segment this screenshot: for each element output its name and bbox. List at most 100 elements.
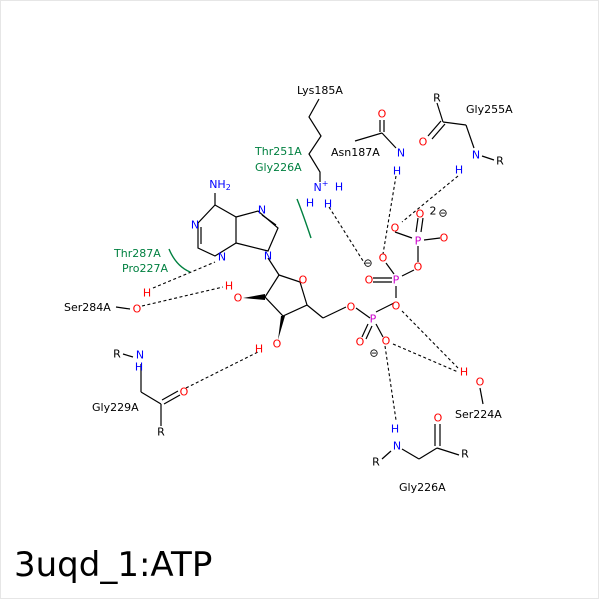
gly255-nr	[481, 155, 495, 161]
pa-obridge-bond	[375, 302, 395, 313]
c5-o5-bond	[322, 306, 347, 319]
lys185-h1: H	[335, 181, 343, 194]
gly229-r: R	[113, 348, 121, 361]
gly229-nr	[122, 353, 134, 358]
h-3oh-label: H	[255, 343, 263, 356]
adenine-six-ring	[197, 204, 237, 257]
oab-label: O	[392, 300, 401, 313]
hydrophobic-arc-thr287	[168, 248, 191, 273]
residue-gly229: Gly229A	[92, 401, 139, 414]
charge-two: 2	[430, 205, 437, 218]
n3-label: N	[218, 251, 226, 264]
residue-ser224: Ser224A	[455, 408, 502, 421]
o5-label: O	[347, 301, 356, 314]
lys185-n-label: N+	[314, 179, 329, 194]
gly255-ca	[442, 121, 467, 126]
lys185-chain	[308, 98, 322, 182]
hbond-ser284-n7	[152, 261, 216, 289]
hydrophobic-arc-thr251	[296, 198, 312, 239]
ob1-label: O	[365, 274, 374, 287]
glycosidic-bond	[267, 257, 280, 276]
og2-label: O	[416, 208, 425, 221]
minus-pb: ⊖	[363, 257, 372, 270]
gly229-r2: R	[157, 426, 165, 439]
gly229-co	[161, 390, 179, 401]
gly226-o: O	[434, 412, 443, 425]
residue-pro227: Pro227A	[122, 262, 168, 275]
pg-o2-double	[415, 217, 419, 233]
residue-thr251: Thr251A	[254, 145, 302, 158]
hbond-ser224-ob	[401, 310, 459, 369]
oa2-label: O	[382, 335, 391, 348]
gly229-n: N	[136, 349, 144, 362]
gly229-h: H	[135, 361, 143, 374]
hbond-ser284-o2	[141, 286, 224, 307]
pa-o2-bond	[375, 323, 384, 338]
asn187-h: H	[393, 165, 401, 178]
atom-labels: NH2 N N N N O H O O H O P O O ⊖ O P O ⊖ …	[113, 92, 504, 469]
asn187-n: N	[397, 147, 405, 160]
hbond-gly226-oa	[384, 345, 397, 421]
gly226-cc	[418, 447, 438, 460]
hbond-ser224-oa	[392, 343, 459, 373]
minus-pa: ⊖	[369, 347, 378, 360]
hbond-asn187-ob	[382, 175, 397, 255]
gly255-co-2	[431, 123, 446, 140]
hydrogen-bonds	[141, 175, 459, 421]
pa-label: P	[370, 313, 377, 326]
ser224-o: O	[476, 376, 485, 389]
ser284-o: O	[133, 303, 142, 316]
hydrophobic-contacts	[168, 198, 312, 273]
pg-o3-bond	[423, 237, 441, 241]
asn187-o: O	[378, 108, 387, 121]
hbond-lys185-ob	[328, 206, 366, 265]
lys185-h3: H	[324, 198, 332, 211]
asn187-cn	[381, 132, 397, 149]
gly255-co	[427, 120, 442, 137]
gly226-r: R	[372, 456, 380, 469]
n1-label: N	[191, 219, 199, 232]
wedge-3oh	[278, 316, 285, 340]
diagram-title: 3uqd_1:ATP	[14, 545, 213, 585]
gly255-n	[465, 124, 475, 149]
oa1-label: O	[356, 336, 365, 349]
ser284-h: H	[143, 287, 151, 300]
residue-gly226-hydrophobic: Gly226A	[255, 161, 302, 174]
gly255-r2: R	[496, 155, 504, 168]
residue-lys185: Lys185A	[297, 84, 343, 97]
residue-labels: Lys185A Asn187A Gly255A Thr251A Gly226A …	[64, 84, 513, 494]
residue-ser284: Ser284A	[64, 301, 111, 314]
bonds	[115, 98, 495, 460]
pg-o-bond	[394, 231, 413, 239]
gly226-r2: R	[461, 448, 469, 461]
residue-gly255: Gly255A	[466, 103, 513, 116]
residue-asn187: Asn187A	[331, 146, 380, 159]
pg-label: P	[415, 235, 422, 248]
minus-pg: ⊖	[438, 207, 447, 220]
wedge-2oh	[243, 294, 265, 300]
pb-o2-bond	[385, 262, 395, 275]
lys185-h2: H	[306, 197, 314, 210]
residue-thr287: Thr287A	[113, 247, 161, 260]
gly255-r: R	[433, 92, 441, 105]
pa-o1-double	[361, 323, 369, 338]
o5-pa-bond	[355, 307, 371, 319]
ob2-label: O	[379, 252, 388, 265]
gly226-cr	[436, 447, 460, 456]
ser224-bond	[479, 387, 484, 405]
hbond-gly229-o3	[185, 351, 259, 389]
pa-o1-double-2	[365, 325, 373, 340]
c4-c5-bond	[306, 304, 324, 319]
residue-gly226: Gly226A	[399, 481, 446, 494]
og1-label: O	[391, 222, 400, 235]
gly255-n: N	[472, 149, 480, 162]
o2-label: O	[234, 292, 243, 305]
ser284-bond	[115, 306, 131, 310]
gly229-cc	[140, 391, 162, 405]
og3-label: O	[440, 232, 449, 245]
pb-label: P	[393, 274, 400, 287]
gly226-n: N	[393, 440, 401, 453]
n9-label: N	[264, 250, 272, 263]
